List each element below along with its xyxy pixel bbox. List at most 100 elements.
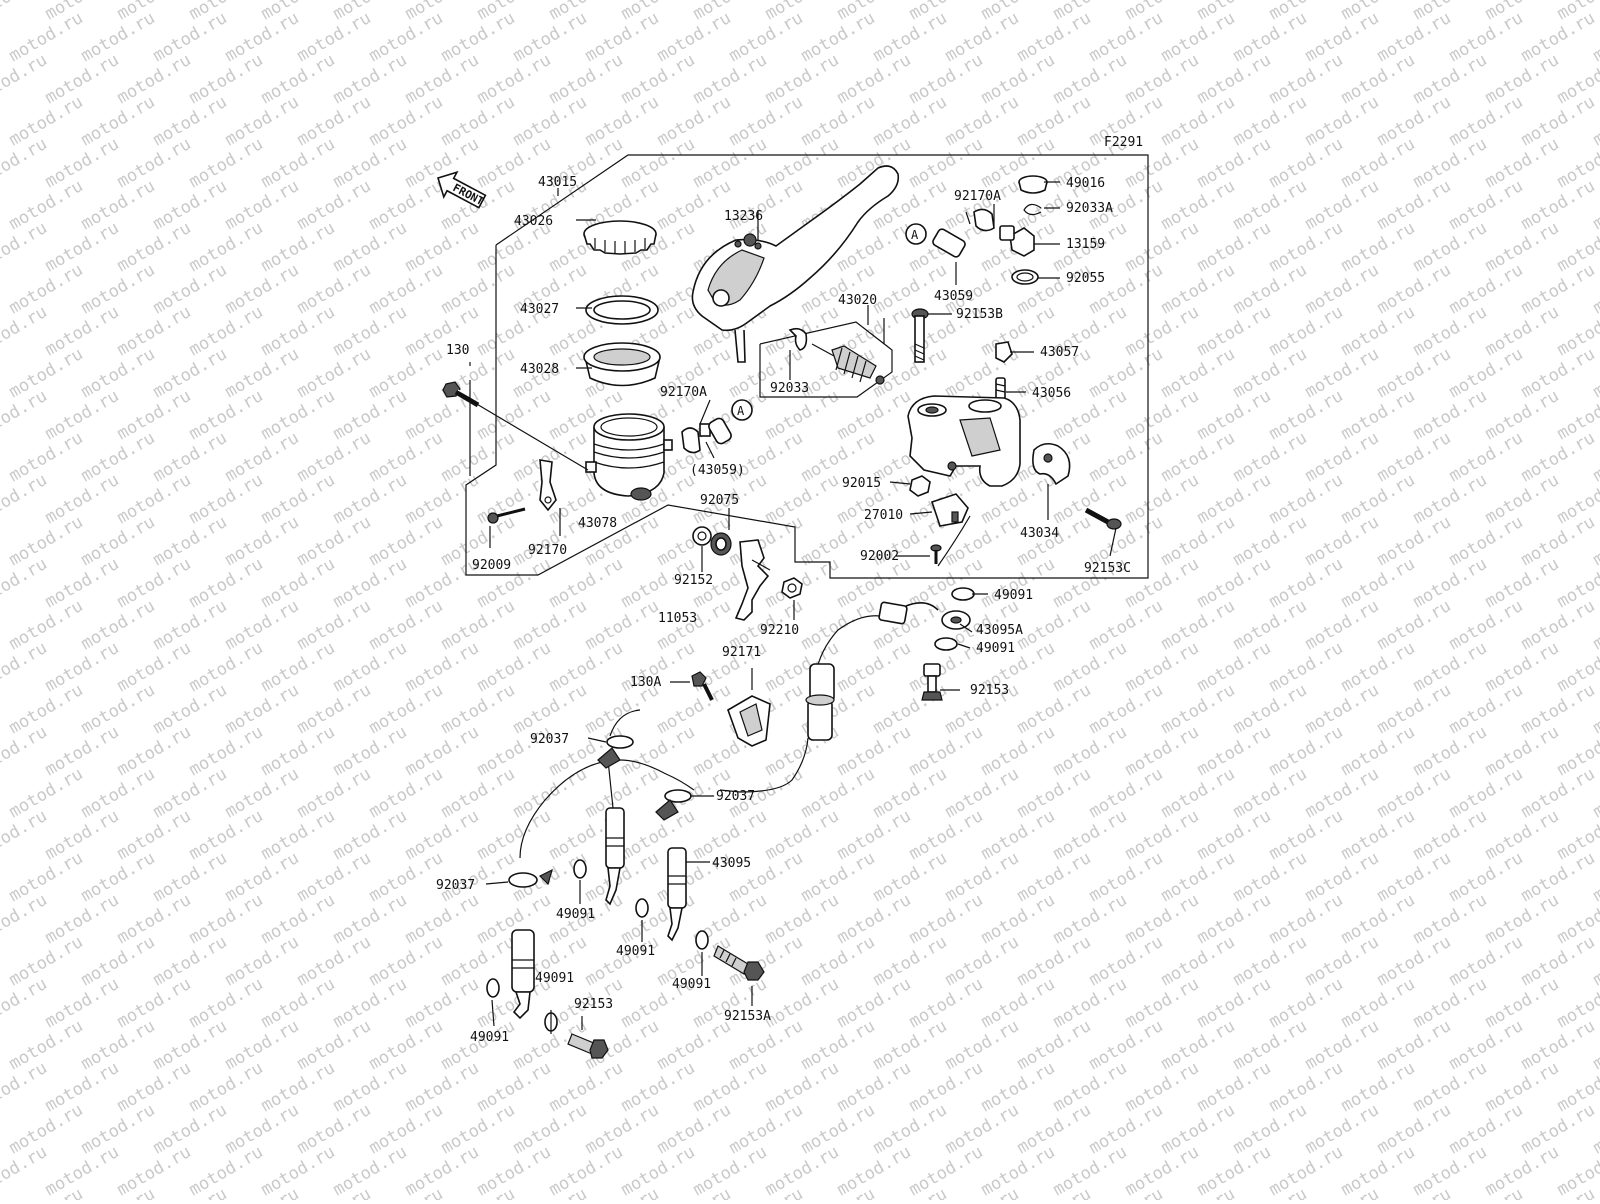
watermark-text: motod.ru [1194,1058,1275,1116]
watermark-text: motod.ru [1158,344,1239,402]
watermark-text: motod.ru [762,1142,843,1200]
hose-43095-left [605,807,625,906]
watermark-text: motod.ru [1518,512,1599,570]
watermark-text: motod.ru [6,92,87,150]
watermark-text: motod.ru [762,134,843,192]
watermark-text: motod.ru [1158,1100,1239,1158]
watermark-text: motod.ru [1374,848,1455,906]
watermark-text: motod.ru [1374,344,1455,402]
watermark-text: motod.ru [114,890,195,948]
watermark-text: motod.ru [186,890,267,948]
watermark-text: motod.ru [78,512,159,570]
watermark-text: motod.ru [114,302,195,360]
label-130: 130 [446,343,469,358]
watermark-text: motod.ru [1086,260,1167,318]
watermark-text: motod.ru [1302,764,1383,822]
watermark-text: motod.ru [906,1142,987,1200]
watermark-text: motod.ru [150,512,231,570]
watermark-text: motod.ru [510,8,591,66]
watermark-text: motod.ru [906,890,987,948]
watermark-text: motod.ru [1410,722,1491,780]
watermark-text: motod.ru [726,1100,807,1158]
watermark-text: motod.ru [114,1142,195,1200]
watermark-text: motod.ru [330,50,411,108]
banjo-fitting-13159 [999,225,1035,257]
watermark-text: motod.ru [1482,890,1563,948]
watermark-text: motod.ru [222,1100,303,1158]
screw-92009 [487,507,526,524]
watermark-text: motod.ru [1302,596,1383,654]
watermark-text: motod.ru [1374,1100,1455,1158]
watermark-text: motod.ru [1338,1142,1419,1200]
washer-92055 [1011,269,1039,285]
watermark-text: motod.ru [1446,680,1527,738]
watermark-text: motod.ru [438,1100,519,1158]
banjo-bolt-92153-right [921,663,943,701]
watermark-text: motod.ru [618,1142,699,1200]
watermark-text: motod.ru [1410,134,1491,192]
watermark-text: motod.ru [1338,134,1419,192]
bleeder-43056 [995,377,1006,401]
watermark-text: motod.ru [114,50,195,108]
watermark-text: motod.ru [366,932,447,990]
watermark-text: motod.ru [294,260,375,318]
hose-lower-left [511,929,535,1020]
bolt-130A [691,671,714,701]
label-43059-bracketed: (43059) [690,463,745,478]
watermark-text: motod.ru [726,176,807,234]
watermark-text: motod.ru [330,722,411,780]
watermark-text: motod.ru [1482,1142,1563,1200]
watermark-text: motod.ru [834,1142,915,1200]
watermark-text: motod.ru [1050,806,1131,864]
watermark-text: motod.ru [546,638,627,696]
watermark-text: motod.ru [1302,176,1383,234]
watermark-text: motod.ru [366,512,447,570]
watermark-text: motod.ru [1446,764,1527,822]
watermark-text: motod.ru [1122,806,1203,864]
watermark-text: motod.ru [1266,470,1347,528]
watermark-text: motod.ru [1374,764,1455,822]
clamp-43034 [1032,442,1071,486]
watermark-text: motod.ru [1050,1058,1131,1116]
watermark-text: motod.ru [1122,890,1203,948]
watermark-text: motod.ru [978,806,1059,864]
watermark-text: motod.ru [978,1058,1059,1116]
watermark-text: motod.ru [438,680,519,738]
watermark-text: motod.ru [798,848,879,906]
watermark-text: motod.ru [474,638,555,696]
watermark-text: motod.ru [798,1016,879,1074]
watermark-text: motod.ru [0,0,51,24]
watermark-text: motod.ru [1086,8,1167,66]
label-43034: 43034 [1020,526,1059,541]
watermark-text: motod.ru [582,1100,663,1158]
watermark-text: motod.ru [1230,512,1311,570]
watermark-text: motod.ru [798,596,879,654]
watermark-text: motod.ru [1338,218,1419,276]
watermark-text: motod.ru [330,218,411,276]
clamp-92171 [727,695,771,747]
label-92033: 92033 [770,381,809,396]
watermark-text: motod.ru [0,50,51,108]
watermark-text: motod.ru [1410,806,1491,864]
watermark-text: motod.ru [1086,848,1167,906]
watermark-text: motod.ru [690,1142,771,1200]
watermark-text: motod.ru [546,1142,627,1200]
watermark-text: motod.ru [1482,1058,1563,1116]
watermark-text: motod.ru [870,848,951,906]
cap-49016 [1018,175,1048,194]
watermark-text: motod.ru [78,176,159,234]
watermark-text: motod.ru [0,386,51,444]
watermark-text: motod.ru [0,1142,51,1200]
watermark-text: motod.ru [222,932,303,990]
watermark-text: motod.ru [1518,764,1599,822]
watermark-text: motod.ru [402,1058,483,1116]
watermark-text: motod.ru [114,218,195,276]
watermark-text: motod.ru [78,848,159,906]
label-92009: 92009 [472,558,511,573]
watermark-text: motod.ru [690,1058,771,1116]
watermark-text: motod.ru [1266,50,1347,108]
watermark-text: motod.ru [1446,848,1527,906]
watermark-text: motod.ru [1014,8,1095,66]
watermark-text: motod.ru [6,596,87,654]
label-92153: 92153 [970,683,1009,698]
